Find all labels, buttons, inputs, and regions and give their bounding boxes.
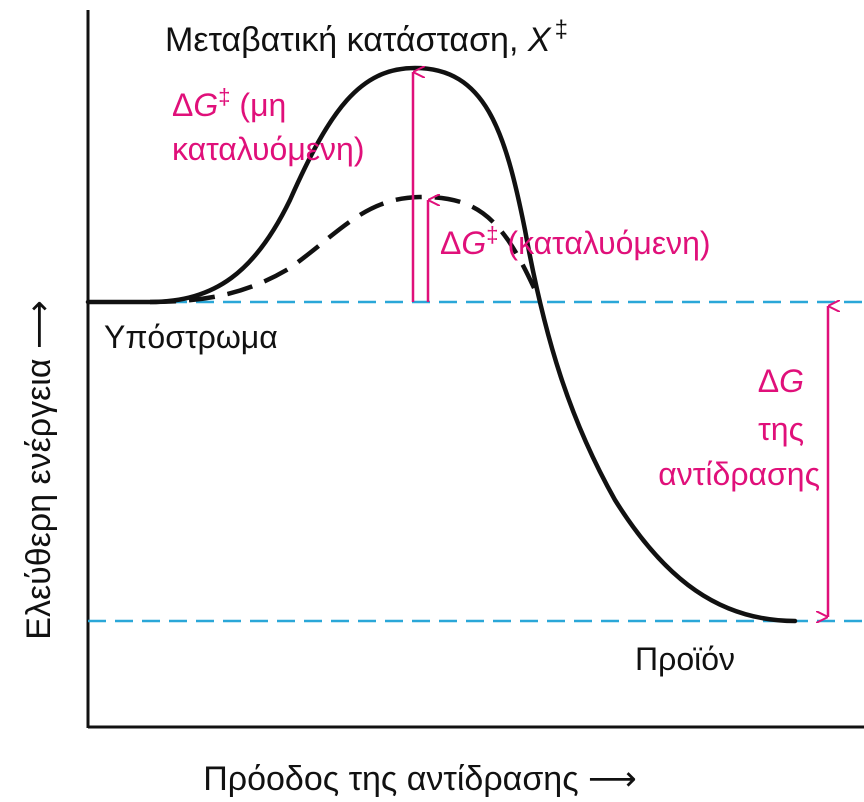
x-axis-label: Πρόοδος της αντίδρασης ⟶ — [203, 760, 637, 798]
catalyzed-curve — [149, 194, 538, 305]
product-label: Προϊόν — [635, 641, 735, 677]
catalyzed-activation-label: ΔG‡ (καταλυόμενη) — [440, 222, 711, 261]
transition-state-label: Μεταβατική κατάσταση, X‡ — [165, 16, 568, 59]
uncatalyzed-curve — [85, 65, 798, 624]
substrate-label: Υπόστρωμα — [104, 319, 278, 355]
reaction-delta-g-label-line2: της — [758, 411, 804, 447]
uncatalyzed-activation-label: ΔG‡ (μη — [172, 84, 286, 123]
reaction-delta-g-label-line3: αντίδρασης — [658, 456, 820, 492]
reaction-delta-g-label: ΔG — [758, 363, 804, 399]
uncatalyzed-activation-label-line2: καταλυόμενη) — [172, 131, 364, 167]
y-axis-label: Ελεύθερη ενέργεια ⟶ — [20, 300, 58, 639]
